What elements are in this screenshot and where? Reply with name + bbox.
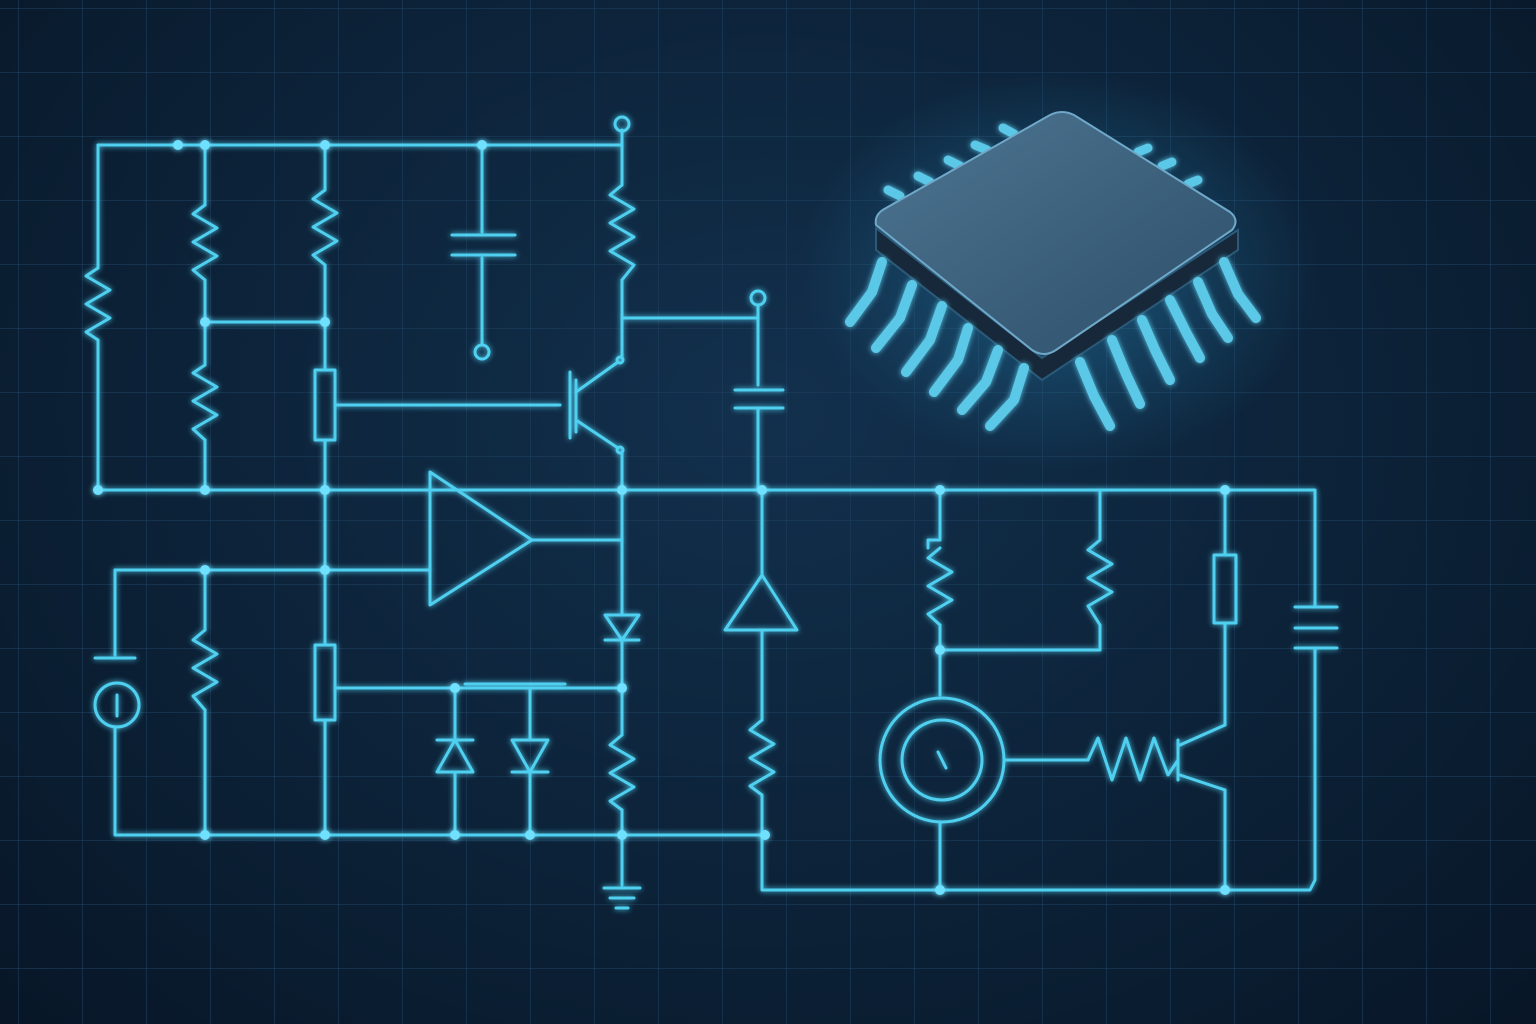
op-amp-icon: [428, 470, 534, 607]
resistor-icon: [311, 188, 339, 267]
resistor-icon: [191, 363, 219, 442]
resistor-icon: [926, 546, 954, 627]
resistor-icon: [608, 733, 636, 812]
ic-chip-icon: [800, 70, 1320, 470]
ground-icon: [602, 886, 642, 910]
resistor-icon: [748, 718, 776, 797]
capacitor-icon: [450, 233, 517, 257]
resistor-icon: [191, 203, 219, 282]
resistor-icon: [191, 628, 219, 712]
terminal: [473, 343, 491, 361]
capacitor-icon: [1293, 605, 1339, 650]
resistor-icon: [84, 266, 112, 342]
junction-dots: [93, 140, 1230, 895]
resistor-icon: [1086, 538, 1114, 627]
resistor-icon: [608, 183, 636, 282]
voltage-source-icon: [93, 681, 141, 729]
terminal-top: [613, 115, 631, 133]
resistor-icon: [1086, 736, 1180, 782]
capacitor-icon: [733, 388, 785, 410]
terminal: [749, 289, 767, 307]
transistor-icon: [568, 355, 625, 455]
